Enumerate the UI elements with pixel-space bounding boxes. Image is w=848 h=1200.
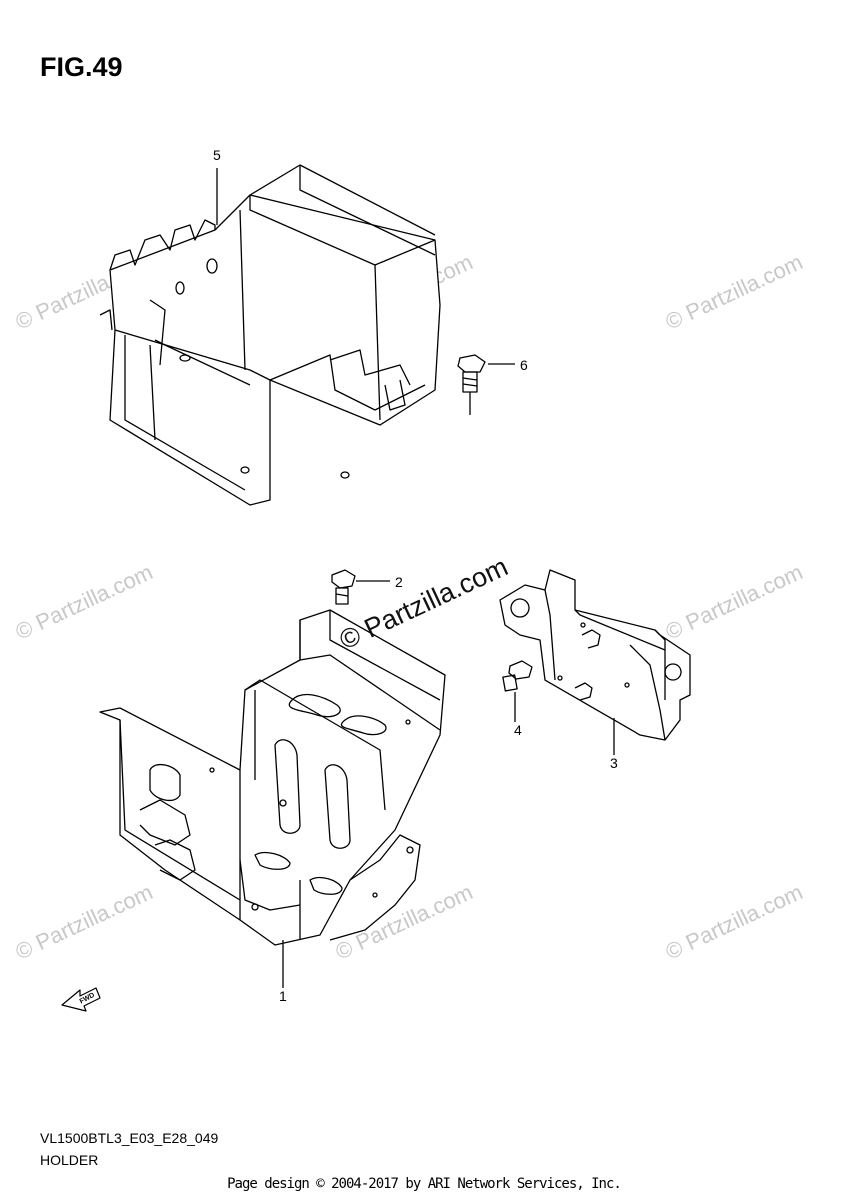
part-6-bolt — [457, 354, 515, 415]
watermark: © Partzilla.com — [12, 879, 157, 964]
diagram-name: HOLDER — [40, 1152, 99, 1168]
part-5-battery-box — [99, 164, 441, 506]
watermark: © Partzilla.com — [12, 559, 157, 644]
figure-title: FIG.49 — [40, 52, 123, 82]
callout-1: 1 — [279, 988, 287, 1004]
diagram-code: VL1500BTL3_E03_E28_049 — [40, 1130, 219, 1146]
watermark: © Partzilla.com — [662, 559, 807, 644]
part-1-holder-bracket — [99, 609, 446, 988]
watermark: © Partzilla.com — [332, 879, 477, 964]
featured-watermark: © Partzilla.com — [335, 551, 513, 655]
watermark: © Partzilla.com — [662, 879, 807, 964]
callout-5: 5 — [213, 147, 221, 163]
copyright-notice: Page design © 2004-2017 by ARI Network S… — [227, 1176, 622, 1192]
watermark: © Partzilla.com — [662, 249, 807, 334]
part-3-side-bracket — [499, 569, 691, 755]
part-2-bolt — [331, 569, 390, 605]
fwd-arrow-icon: FWD — [61, 987, 101, 1012]
callout-2: 2 — [395, 574, 403, 590]
part-4-bolt — [502, 660, 533, 722]
callout-6: 6 — [520, 357, 528, 373]
callout-3: 3 — [610, 755, 618, 771]
callout-4: 4 — [514, 722, 522, 738]
